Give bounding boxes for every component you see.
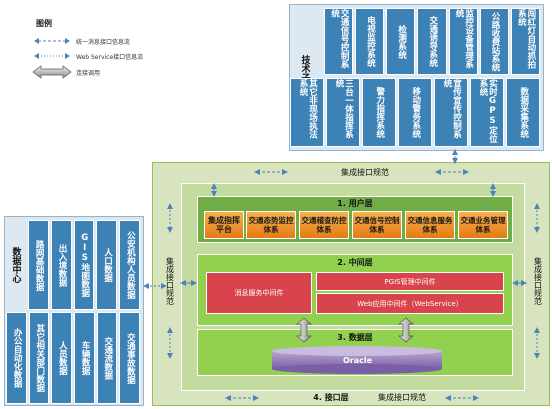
legend-item-webservice: Web Service接口信息流 bbox=[76, 54, 144, 61]
tech-subsystem-bottom-row: 其它非现场执法系统三台一体指挥系统警力指挥系统移动警务系统宣传宣传控制系统实时G… bbox=[290, 78, 540, 147]
middle-data-block-arrow-2 bbox=[398, 317, 414, 343]
tech-subsystem-cell: 实时GPS定位系统 bbox=[470, 78, 504, 147]
data-center-label: 数据中心 bbox=[10, 247, 21, 283]
tech-subsystem-cell: 数据采集系统 bbox=[506, 78, 540, 147]
data-center-cell: 公安机构人员数据 bbox=[119, 220, 140, 310]
integration-top-label: 集成接口规范 bbox=[341, 167, 389, 177]
tech-subsystem-cell: 宣传宣传控制系统 bbox=[434, 78, 468, 147]
tech-subsystem-cell: 监控设备管理系统 bbox=[448, 8, 478, 75]
legend-item-message: 统一消息接口信息流 bbox=[76, 39, 131, 46]
tech-subsystem-cell: 电视监控系统 bbox=[355, 8, 385, 75]
tech-subsystem-cell: 公路收费站系统 bbox=[479, 8, 509, 75]
user-system-box: 交通态势监控体系 bbox=[246, 211, 296, 239]
tech-subsystem-cell: 检测系统 bbox=[386, 8, 416, 75]
integration-bottom-label: 集成接口规范 bbox=[378, 392, 426, 402]
oracle-database bbox=[272, 346, 442, 374]
message-middleware: 消息服务中间件 bbox=[206, 272, 312, 314]
web-middleware: Web应用中间件（WebService） bbox=[316, 293, 504, 314]
oracle-label: Oracle bbox=[342, 355, 373, 365]
user-system-box: 交通稽查防控体系 bbox=[299, 211, 349, 239]
user-system-box: 交通业务管理体系 bbox=[458, 211, 508, 239]
user-system-box: 交通信息服务体系 bbox=[405, 211, 455, 239]
tech-subsystem-cell: 其它非现场执法系统 bbox=[290, 78, 324, 147]
integration-left-label: 集成接口规范 bbox=[165, 257, 175, 305]
tech-subsystem-cell: 交通诱导系统 bbox=[417, 8, 447, 75]
data-center-cell: 其它相关部门数据 bbox=[28, 312, 50, 404]
data-center-cell: 交通事故数据 bbox=[119, 312, 140, 404]
data-center-cell: 交通流数据 bbox=[96, 312, 118, 404]
legend-title: 图例 bbox=[36, 19, 52, 28]
interface-layer-title: 4. 接口层 bbox=[313, 392, 349, 402]
data-center-cell: 人员数据 bbox=[51, 312, 72, 404]
middle-layer-title: 2. 中间层 bbox=[337, 257, 373, 267]
tech-subsystem-cell: 交通信号控制系统 bbox=[324, 8, 354, 75]
data-center-bottom-row: 办公自动化数据其它相关部门数据人员数据车辆数据交通流数据交通事故数据 bbox=[6, 312, 140, 404]
tech-subsystem-top-row: 交通信号控制系统电视监控系统检测系统交通诱导系统监控设备管理系统公路收费站系统闯… bbox=[324, 8, 540, 75]
data-center-cell: 人口数据 bbox=[96, 220, 118, 310]
legend-dotted-arrow-icon bbox=[34, 53, 70, 59]
data-center-cell: GIS地图数据 bbox=[73, 220, 95, 310]
tech-subsystem-label: 技术子系统 bbox=[299, 54, 310, 100]
tech-subsystem-cell: 警力指挥系统 bbox=[362, 78, 396, 147]
middle-data-block-arrow-1 bbox=[296, 317, 312, 343]
data-center-cell: 办公自动化数据 bbox=[6, 312, 27, 404]
tech-subsystem-cell: 移动警务系统 bbox=[398, 78, 432, 147]
integration-right-label: 集成接口规范 bbox=[533, 257, 543, 305]
user-system-box: 交通信号控制体系 bbox=[352, 211, 402, 239]
data-center-cell: 路网基础数据 bbox=[28, 220, 49, 310]
tech-subsystem-cell: 闯红灯自动抓拍系统 bbox=[510, 8, 540, 75]
legend-item-connect: 连接调用 bbox=[76, 70, 101, 77]
tech-subsystem-cell: 三台一体指挥系统 bbox=[326, 78, 360, 147]
legend-dashed-arrow-icon bbox=[34, 38, 70, 44]
user-layer-systems: 交通态势监控体系交通稽查防控体系交通信号控制体系交通信息服务体系交通业务管理体系 bbox=[246, 211, 508, 239]
user-layer-title: 1. 用户层 bbox=[337, 198, 373, 208]
data-center-cell: 出入境数据 bbox=[50, 220, 72, 310]
data-center-cell: 车辆数据 bbox=[74, 312, 95, 404]
integrated-command-platform: 集成指挥平台 bbox=[204, 211, 244, 239]
data-layer-title: 3. 数据层 bbox=[337, 332, 373, 342]
pgis-middleware: PGIS管理中间件 bbox=[316, 272, 504, 291]
legend-block-arrow-icon bbox=[32, 65, 72, 79]
